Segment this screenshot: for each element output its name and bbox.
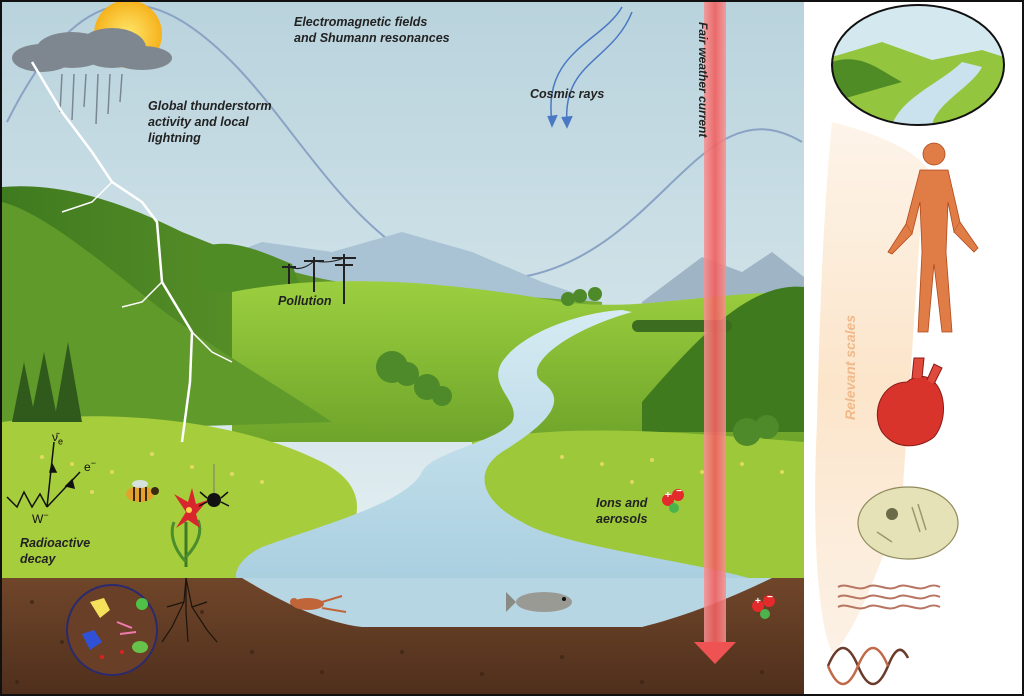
soil-pebbles [15,600,764,684]
heart-icon [876,357,944,447]
left-slope [2,202,332,432]
thunderstorm-line-2: activity and local [148,115,249,129]
relevant-scales-text: Relevant scales [842,314,858,420]
landscape-icon [831,4,1005,126]
membrane-icon [837,584,941,610]
lightning-icon [30,61,233,443]
meadow-flowers [40,452,784,494]
cosmic-ray-arrows [547,6,633,129]
fish-icon [506,592,572,612]
fair-weather-arrowhead [694,642,736,664]
spider-icon [198,464,230,507]
thunderstorm-line-3: lightning [148,131,201,145]
human-nervous-system-icon [887,142,979,333]
bee-icon [126,480,159,502]
w-boson-symbol: W− [32,510,49,526]
pollution-label: Pollution [278,293,331,309]
cosmic-rays-label: Cosmic rays [530,86,604,102]
ion-cluster-icon [662,489,684,513]
radioactive-line-2: decay [20,552,56,566]
em-fields-line-1: Electromagnetic fields [294,15,428,29]
thunderstorm-line-1: Global thunderstorm [148,99,272,113]
electron-symbol: e− [84,458,96,474]
plant-roots [161,577,218,643]
ion-plus-sign-underground: + [755,596,761,607]
fair-weather-text: Fair weather current [696,22,710,138]
ion-minus-sign-underground: − [767,592,773,603]
pollution-text: Pollution [278,294,332,308]
radioactive-line-1: Radioactive [20,536,91,550]
power-pylon-icon [282,254,356,304]
flower-icon [170,488,208,567]
cloud-icon [12,28,172,72]
rain-icon [59,73,123,125]
ion-plus-sign: + [665,490,671,501]
relevant-scales-label: Relevant scales [842,292,862,422]
thunderstorm-label: Global thunderstorm activity and local l… [148,98,272,146]
cell-icon [857,486,959,560]
em-fields-label: Electromagnetic fields and Shumann reson… [294,14,450,46]
em-fields-line-2: and Shumann resonances [294,31,450,45]
scale-cone [815,122,933,652]
fair-weather-current-bar [704,2,726,642]
pine-trees [12,342,82,422]
cosmic-rays-text: Cosmic rays [530,87,605,101]
microbes-icon [66,584,158,676]
ions-line-1: Ions and [596,496,648,510]
dna-icon [826,646,910,686]
river [236,310,763,582]
crayfish-icon [290,595,347,613]
back-hill-mid [202,243,302,292]
radioactive-decay-label: Radioactive decay [20,535,90,567]
fair-weather-label: Fair weather current [696,22,724,182]
ion-cluster-underground-icon [752,595,775,619]
decay-feynman-diagram [6,441,81,509]
antineutrino-symbol: ν̄e [52,430,64,447]
ions-line-2: aerosols [596,512,648,526]
ion-minus-sign: − [676,486,682,497]
ions-aerosols-label: Ions and aerosols [596,495,647,527]
